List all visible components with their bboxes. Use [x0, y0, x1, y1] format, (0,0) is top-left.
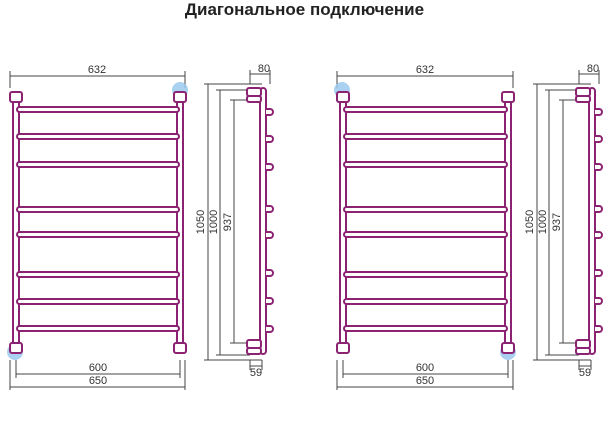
dim-overall-width-label: 650 — [416, 375, 434, 387]
dim-center-distance-label: 600 — [89, 362, 107, 374]
dim-overall-width-label: 650 — [89, 375, 107, 387]
dim-height-mid-label: 1000 — [537, 210, 549, 234]
dim-center-distance-label: 600 — [416, 362, 434, 374]
dim-side-offset-label: 59 — [250, 367, 262, 379]
towel-rail-front — [336, 91, 515, 354]
page-title: Диагональное подключение — [184, 0, 425, 19]
dim-side-depth-label: 80 — [258, 63, 270, 75]
dim-height-mid-label: 1000 — [208, 210, 220, 234]
towel-rail-side — [533, 70, 603, 370]
dim-height-total-label: 1050 — [195, 210, 207, 234]
dim-top-width-label: 632 — [416, 64, 434, 76]
dim-top-width-label: 632 — [88, 64, 106, 76]
dim-bottom — [336, 360, 514, 390]
dim-side-offset-label: 59 — [579, 367, 591, 379]
dim-height-total-label: 1050 — [524, 210, 536, 234]
drawing-left: 632 — [7, 63, 274, 390]
drawing-right: 632 600 650 — [334, 63, 603, 390]
towel-rail-front — [9, 91, 187, 354]
dim-side-depth-label: 80 — [587, 63, 599, 75]
dim-bottom — [9, 360, 186, 390]
dim-height-inner-label: 937 — [222, 213, 234, 231]
towel-rail-side — [204, 70, 274, 370]
dim-height-inner-label: 937 — [551, 213, 563, 231]
